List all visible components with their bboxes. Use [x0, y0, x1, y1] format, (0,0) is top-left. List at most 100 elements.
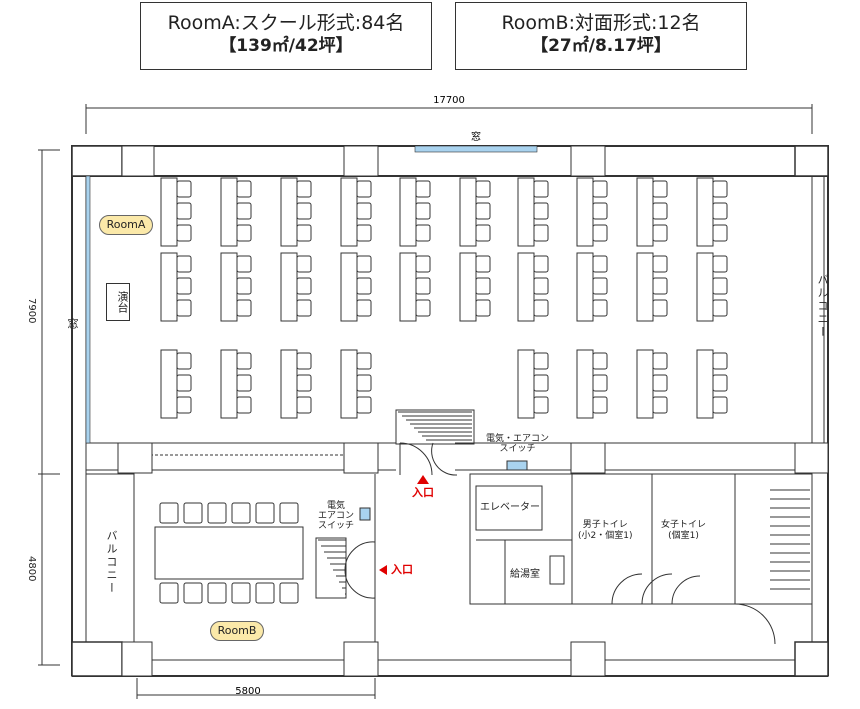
- desk: [399, 252, 417, 322]
- desk: [220, 349, 238, 419]
- room-b-header: RoomB:対面形式:12名 【27㎡/8.17坪】: [455, 2, 747, 70]
- desk: [636, 177, 654, 247]
- desk: [160, 349, 178, 419]
- chair: [652, 180, 668, 198]
- chair: [712, 180, 728, 198]
- chair: [279, 502, 299, 524]
- dim-height-lower: 4800: [26, 556, 37, 582]
- desk: [517, 177, 535, 247]
- desk: [636, 252, 654, 322]
- chair: [356, 202, 372, 220]
- room-b-desks: [154, 502, 304, 604]
- chair: [592, 224, 608, 242]
- dim-width-top: 17700: [433, 95, 465, 106]
- chair: [236, 396, 252, 414]
- chair: [296, 277, 312, 295]
- chair: [533, 202, 549, 220]
- desk: [280, 177, 298, 247]
- chair: [652, 202, 668, 220]
- chair: [652, 255, 668, 273]
- chair: [356, 224, 372, 242]
- chair: [592, 255, 608, 273]
- chair: [475, 202, 491, 220]
- chair: [592, 374, 608, 392]
- chair: [159, 582, 179, 604]
- desk: [220, 177, 238, 247]
- elevator-label: エレベーター: [480, 502, 540, 513]
- entrance-label-top: 入口: [412, 486, 434, 499]
- chair: [236, 277, 252, 295]
- chair: [159, 502, 179, 524]
- chair: [176, 374, 192, 392]
- window-top: [414, 145, 538, 153]
- chair: [255, 582, 275, 604]
- chair: [592, 396, 608, 414]
- chair: [652, 224, 668, 242]
- chair: [176, 396, 192, 414]
- chair: [533, 180, 549, 198]
- chair: [712, 352, 728, 370]
- desk: [220, 252, 238, 322]
- chair: [475, 224, 491, 242]
- chair: [652, 277, 668, 295]
- switch-b-label: 電気 エアコン スイッチ: [318, 501, 355, 531]
- chair: [183, 502, 203, 524]
- chair: [533, 224, 549, 242]
- chair: [712, 224, 728, 242]
- chair: [592, 352, 608, 370]
- entrance-arrow-left: [379, 565, 387, 575]
- chair: [592, 277, 608, 295]
- chair: [207, 502, 227, 524]
- chair: [356, 299, 372, 317]
- chair: [592, 180, 608, 198]
- desk: [399, 177, 417, 247]
- desk: [696, 252, 714, 322]
- chair: [415, 180, 431, 198]
- window-left: [85, 175, 91, 444]
- desk: [340, 349, 358, 419]
- desk: [280, 252, 298, 322]
- chair: [415, 255, 431, 273]
- chair: [652, 374, 668, 392]
- chair: [296, 352, 312, 370]
- chair: [356, 180, 372, 198]
- chair: [176, 180, 192, 198]
- chair: [475, 180, 491, 198]
- chair: [712, 374, 728, 392]
- chair: [652, 299, 668, 317]
- desk: [160, 252, 178, 322]
- switch-main-label: 電気・エアコン スイッチ: [486, 434, 550, 454]
- desk: [340, 252, 358, 322]
- entrance-label-b: 入口: [391, 563, 413, 576]
- chair: [712, 277, 728, 295]
- chair: [652, 396, 668, 414]
- balcony-left: バルコニー: [105, 530, 118, 595]
- window-label-top: 窓: [471, 130, 481, 143]
- desk: [340, 177, 358, 247]
- chair: [236, 255, 252, 273]
- chair: [176, 299, 192, 317]
- chair: [296, 374, 312, 392]
- chair: [231, 582, 251, 604]
- chair: [255, 502, 275, 524]
- chair: [356, 374, 372, 392]
- desk: [576, 177, 594, 247]
- chair: [296, 396, 312, 414]
- room-b-title: RoomB:対面形式:12名: [501, 12, 701, 34]
- chair: [236, 374, 252, 392]
- chair: [592, 202, 608, 220]
- room-b-area: 【27㎡/8.17坪】: [531, 36, 671, 56]
- chair: [356, 255, 372, 273]
- chair: [415, 277, 431, 295]
- podium: 演台: [106, 283, 130, 321]
- chair: [356, 352, 372, 370]
- chair: [183, 582, 203, 604]
- balcony-right: バルコニー: [816, 274, 829, 339]
- room-b-tag: RoomB: [210, 621, 264, 641]
- window-label-left: 窓: [66, 318, 79, 331]
- desk: [160, 177, 178, 247]
- chair: [712, 202, 728, 220]
- mens-toilet-label: 男子トイレ (小2・個室1): [578, 520, 633, 541]
- chair: [415, 202, 431, 220]
